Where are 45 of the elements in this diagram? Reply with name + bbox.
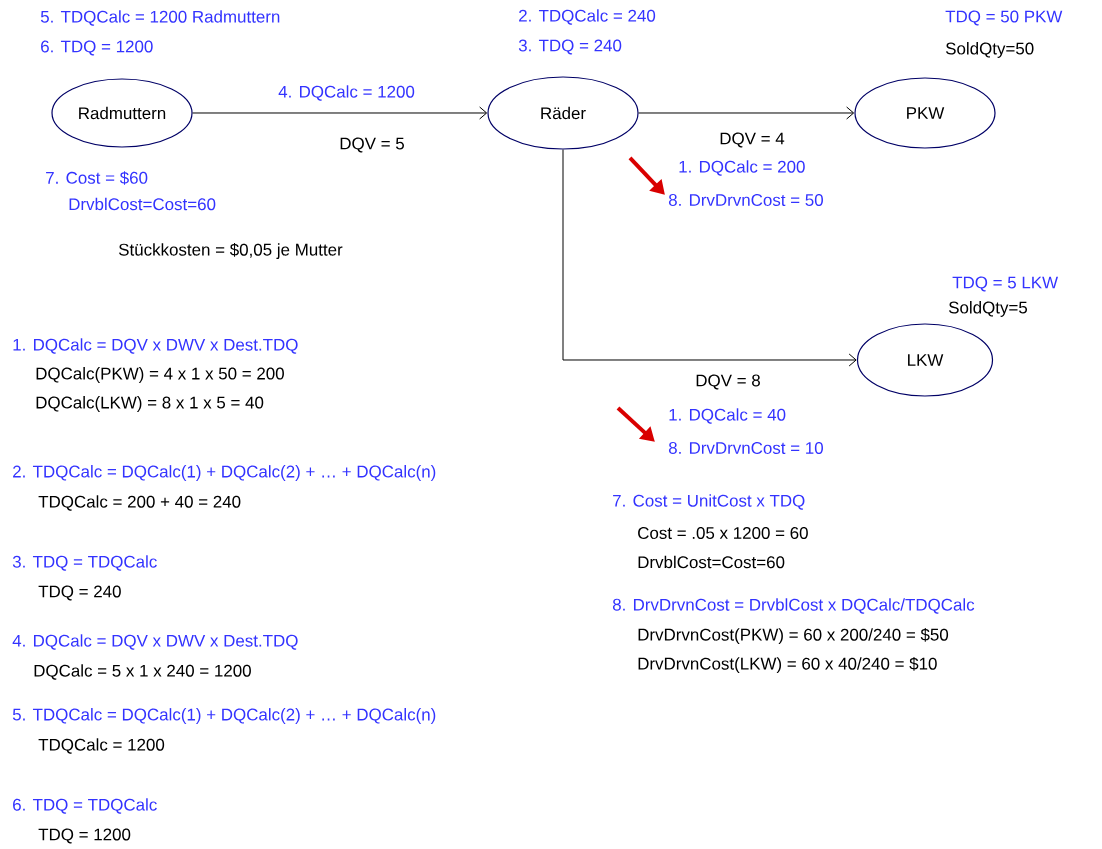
ellipse-node: LKW xyxy=(856,323,994,397)
calculation-text: TDQ = 1200 xyxy=(38,828,131,844)
node-annotation: TDQ = 50 PKW xyxy=(945,10,1063,26)
edge-label: DQV = 8 xyxy=(694,373,762,391)
ellipse-node: PKW xyxy=(854,77,996,149)
calculation-text: Cost = .05 x 1200 = 60 xyxy=(638,527,808,539)
arrow xyxy=(562,149,857,367)
node-annotation: 5. TDQCalc = 1200 Radmuttern xyxy=(40,10,280,26)
annotation-text: 1. DQCalc = 40 xyxy=(669,408,786,424)
node-annotation: 7. Cost = $60 xyxy=(46,171,148,185)
node-annotation: 2. TDQCalc = 240 xyxy=(519,9,656,25)
edge-label: DQV = 4 xyxy=(718,131,786,149)
node-annotation: DrvblCost=Cost=60 xyxy=(69,197,216,211)
node-annotation: SoldQty=50 xyxy=(945,42,1034,58)
annotation-text: 1. DQCalc = 200 xyxy=(679,160,805,176)
node-annotation: 6. TDQ = 1200 xyxy=(41,40,153,56)
calculation-text: 5. TDQCalc = DQCalc(1) + DQCalc(2) + … + DQCalc(n) xyxy=(12,708,436,724)
node-annotation: 3. TDQ = 240 xyxy=(518,39,622,55)
calculation-text: DQCalc(LKW) = 8 x 1 x 5 = 40 xyxy=(36,396,264,412)
annotation-text: Stückkosten = $0,05 je Mutter xyxy=(118,243,343,260)
arrow xyxy=(638,106,855,120)
calculation-text: TDQ = 240 xyxy=(38,585,121,601)
calculation-text: 8. DrvDrvnCost = DrvblCost x DQCalc/TDQCalc xyxy=(612,598,975,614)
calculation-text: DQCalc = 5 x 1 x 240 = 1200 xyxy=(34,664,251,680)
annotation-text: 4. DQCalc = 1200 xyxy=(278,85,415,101)
arrow xyxy=(192,106,488,120)
calculation-text: TDQCalc = 200 + 40 = 240 xyxy=(38,495,241,511)
calculation-text: DrvblCost=Cost=60 xyxy=(638,555,785,569)
calculation-text: 6. TDQ = TDQCalc xyxy=(13,798,157,814)
node-annotation: TDQ = 5 LKW xyxy=(952,276,1058,292)
ellipse-node: Räder xyxy=(487,76,639,150)
calculation-text: 4. DQCalc = DQV x DWV x Dest.TDQ xyxy=(12,634,298,650)
calculation-text: 2. TDQCalc = DQCalc(1) + DQCalc(2) + … + DQCalc(n) xyxy=(13,465,436,481)
annotation-text: 8. DrvDrvnCost = 50 xyxy=(668,194,823,206)
node-annotation: SoldQty=5 xyxy=(948,301,1028,317)
calculation-text: TDQCalc = 1200 xyxy=(38,738,165,754)
calculation-text: 7. Cost = UnitCost x TDQ xyxy=(613,494,805,510)
calculation-text: 3. TDQ = TDQCalc xyxy=(12,555,157,571)
calculation-text: DrvDrvnCost(PKW) = 60 x 200/240 = $50 xyxy=(638,628,949,644)
annotation-text: 8. DrvDrvnCost = 10 xyxy=(668,442,823,454)
calculation-text: DrvDrvnCost(LKW) = 60 x 40/240 = $10 xyxy=(638,657,937,673)
calculation-text: 1. DQCalc = DQV x DWV x Dest.TDQ xyxy=(13,338,298,354)
calculation-text: DQCalc(PKW) = 4 x 1 x 50 = 200 xyxy=(36,367,284,383)
ellipse-node: Radmuttern xyxy=(51,78,193,148)
edge-label: DQV = 5 xyxy=(338,136,406,154)
